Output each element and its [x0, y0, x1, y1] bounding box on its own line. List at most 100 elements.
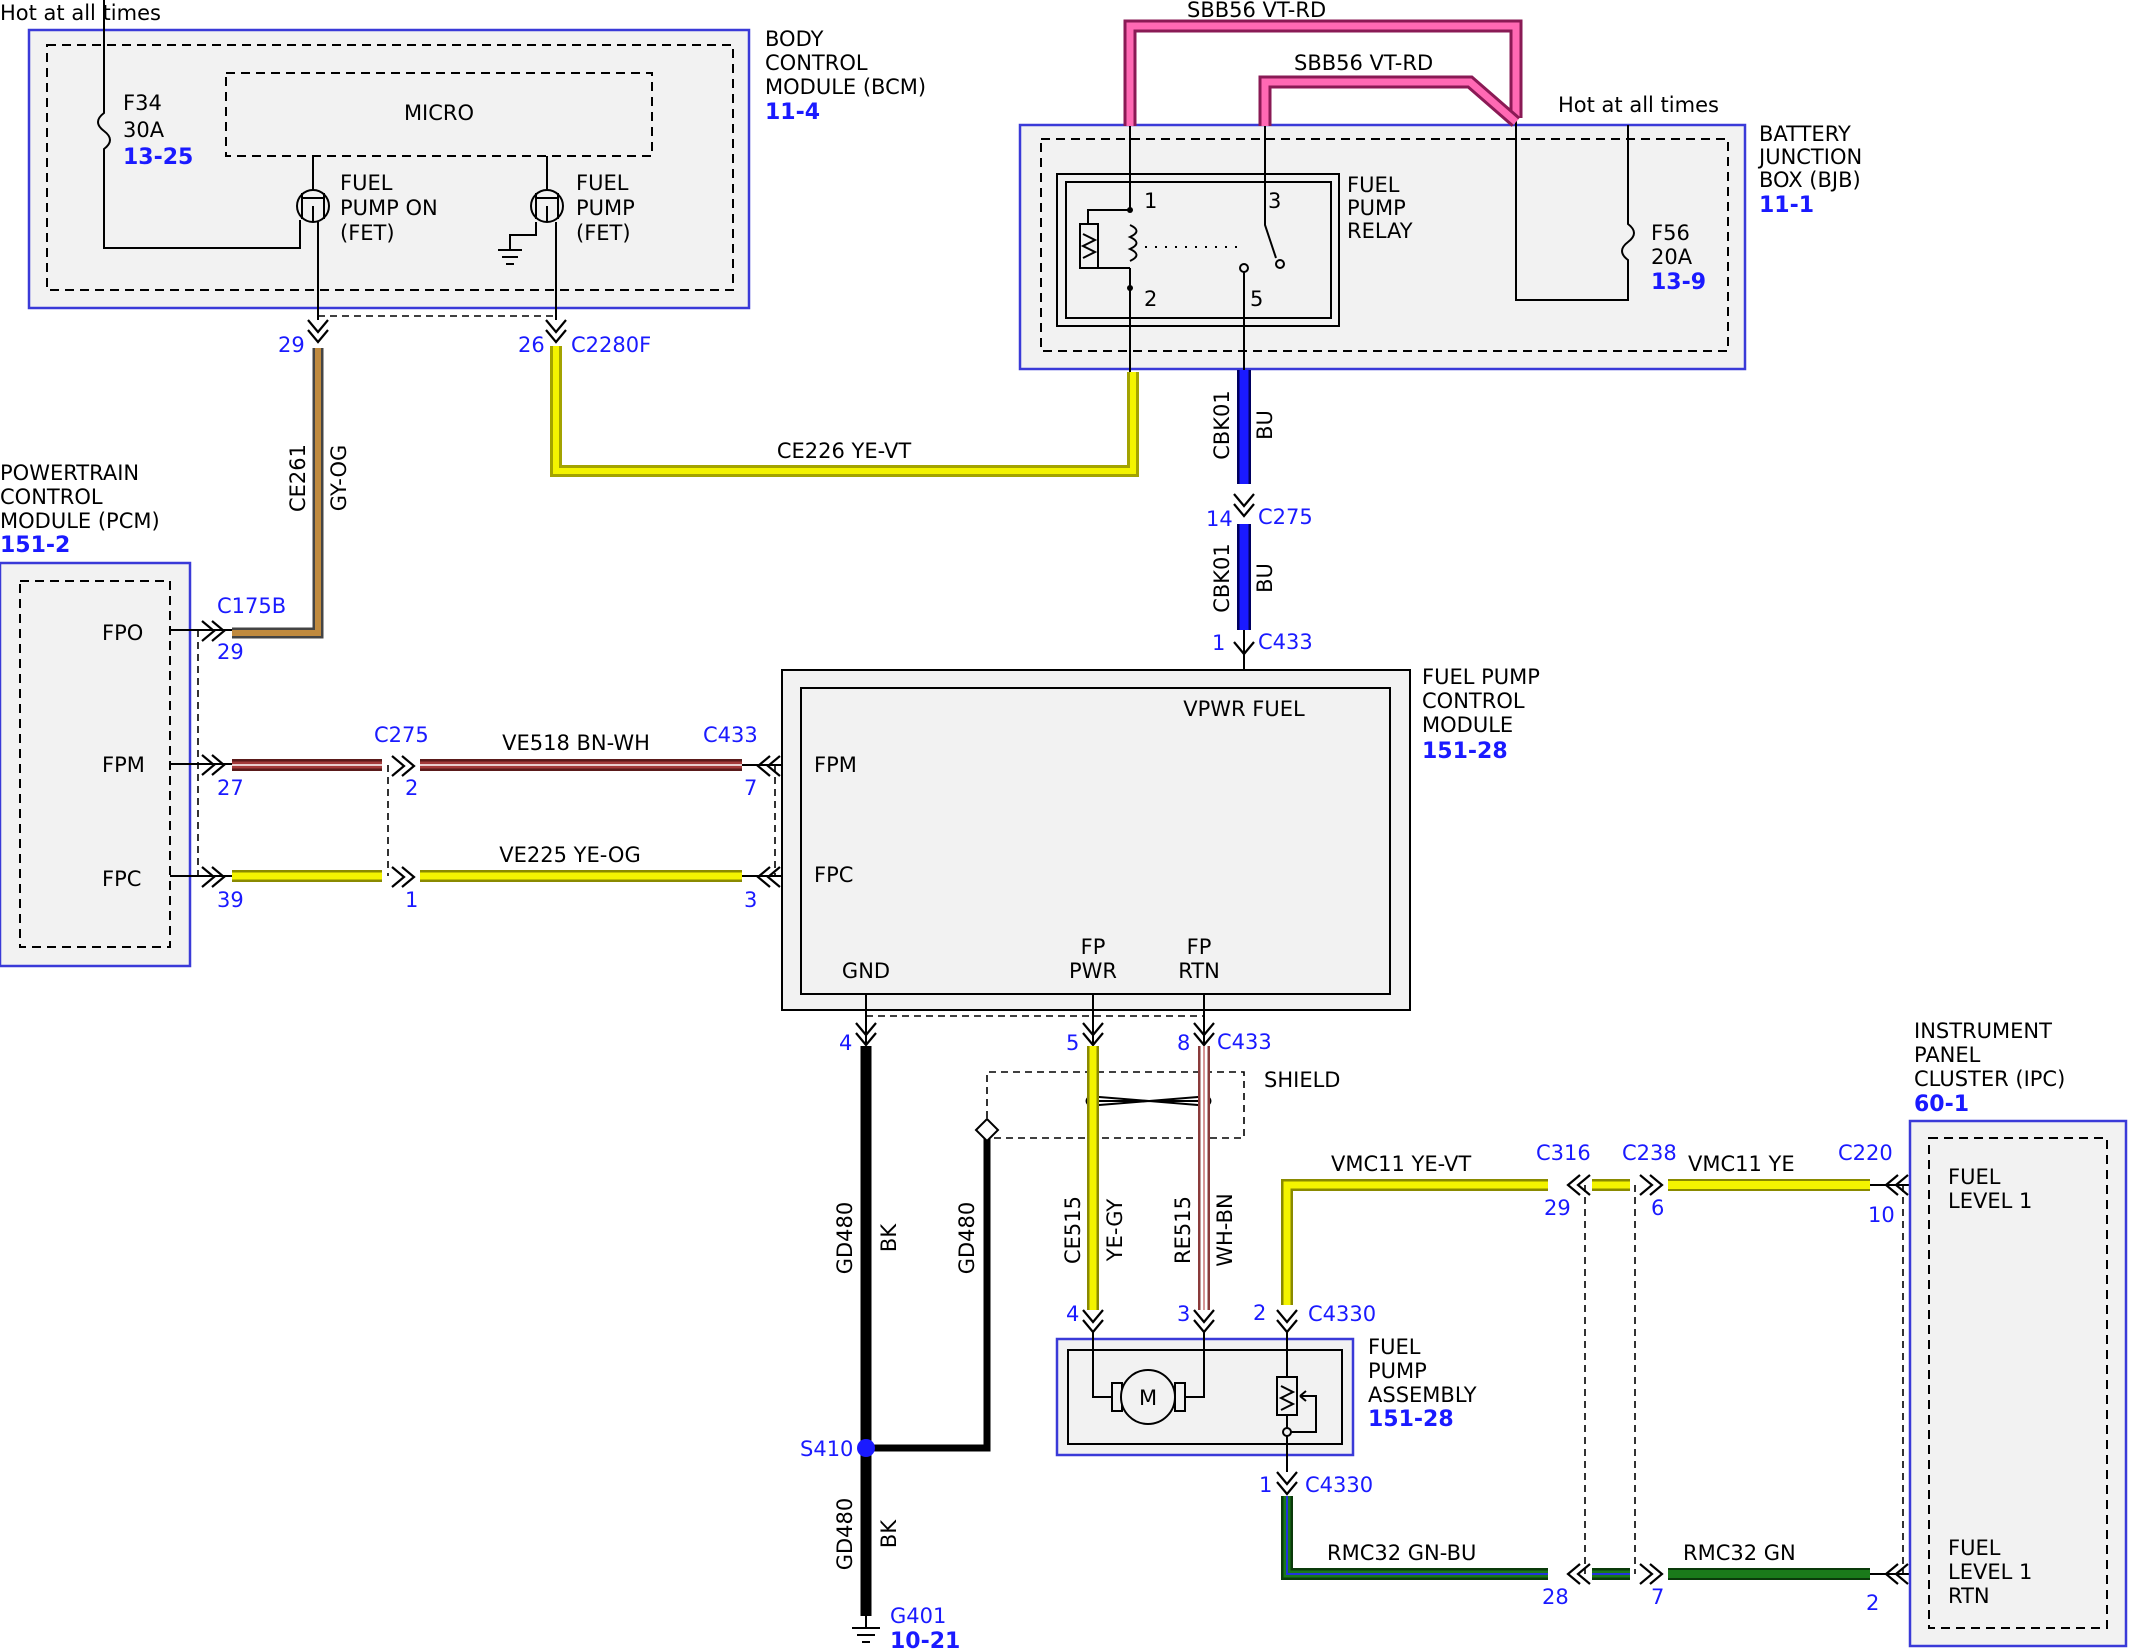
relay-name-line2: PUMP: [1347, 196, 1406, 220]
fpcm-pin-fpc: FPC: [814, 863, 853, 887]
pcm-name-line3: MODULE (PCM): [0, 509, 160, 533]
wire-gd480-drain-label: GD480: [955, 1202, 979, 1275]
c220-pin10-arrow: [1884, 1174, 1909, 1196]
wire-gd480-main: [860, 1046, 991, 1616]
wire-sbb56-label-1: SBB56 VT-RD: [1187, 0, 1326, 22]
wire-ce226-label: CE226 YE-VT: [777, 439, 911, 463]
ipc-name-line3: CLUSTER (IPC): [1914, 1067, 2065, 1091]
bcm-fet-line2: PUMP: [576, 196, 635, 220]
splice-s410-dot: [857, 1439, 875, 1457]
c433-pin3: 3: [744, 888, 757, 912]
ipc-fuel-level-rtn-line3: RTN: [1948, 1584, 1990, 1608]
bcm-ref: 11-4: [765, 100, 820, 125]
c316-pin29-arrow: [1566, 1174, 1591, 1196]
c433-pin5-arrow: [1082, 1022, 1104, 1047]
fet-fuel-pump-on-icon: [296, 156, 330, 320]
bcm-fuse-ref: 13-25: [123, 145, 193, 170]
fet-fuel-pump-icon: [498, 156, 564, 320]
c275-pin14: 14: [1206, 507, 1233, 531]
c2280f-label: C2280F: [571, 333, 651, 357]
relay-coil-icon: [1079, 207, 1138, 291]
bcm-fet-line3: (FET): [576, 221, 631, 245]
c220-pin2-arrow: [1884, 1563, 1909, 1585]
c316-pin29: 29: [1544, 1196, 1571, 1220]
c175b-label: C175B: [217, 594, 286, 618]
c238-label: C238: [1622, 1141, 1677, 1165]
bjb-ref: 11-1: [1759, 193, 1814, 218]
c4330-pin1: 1: [1259, 1473, 1272, 1497]
bcm-fuse-f34-symbol: [97, 0, 301, 249]
fpa-name-line3: ASSEMBLY: [1368, 1383, 1477, 1407]
c2280f-pin29: 29: [278, 333, 305, 357]
c4330-pin3: 3: [1177, 1302, 1190, 1326]
c4330-pin2-arrow: [1276, 1309, 1298, 1334]
fpcm-fp-pwr-line1: FP: [1081, 935, 1106, 959]
fpcm-name-line3: MODULE: [1422, 713, 1513, 737]
c220-pin2: 2: [1866, 1591, 1879, 1615]
c4330-pin4-arrow: [1082, 1309, 1104, 1334]
bcm-fet-on-line1: FUEL: [340, 171, 393, 195]
c433-pin3-arrow: [756, 866, 781, 888]
c175b-pin29-arrow: [201, 620, 226, 642]
fpcm-ref: 151-28: [1422, 739, 1508, 764]
c175b-pin27: 27: [217, 776, 244, 800]
ground-g401-icon: [852, 1616, 880, 1643]
bjb-fuse-amps: 20A: [1651, 245, 1693, 269]
fpa-name-line1: FUEL: [1368, 1335, 1421, 1359]
fpcm-name-line2: CONTROL: [1422, 689, 1525, 713]
ipc-fuel-level-rtn-line1: FUEL: [1948, 1536, 2001, 1560]
bjb-module: 1 2 3 5 FUEL PUMP RELAY F56 20A 13-9: [1018, 118, 1747, 372]
bjb-fuse-f56-symbol: [1515, 118, 1635, 301]
c4330-label-top: C4330: [1308, 1302, 1376, 1326]
c433-label-bottom: C433: [1217, 1030, 1272, 1054]
ipc-ref: 60-1: [1914, 1092, 1969, 1117]
bjb-fuse-id: F56: [1651, 221, 1690, 245]
shield-label: SHIELD: [1264, 1068, 1340, 1092]
ground-g401-label: G401: [890, 1604, 946, 1628]
c238-pin7-arrow: [1639, 1563, 1664, 1585]
wire-rmc32-gnbu: [1281, 1496, 1630, 1580]
wire-gd480-lower-label: GD480: [833, 1498, 857, 1571]
wire-sbb56-inner: [1258, 75, 1521, 127]
bcm-fet-line1: FUEL: [576, 171, 629, 195]
c433-pin8: 8: [1177, 1031, 1190, 1055]
c275-label-top: C275: [1258, 505, 1313, 529]
bcm-fuse-id: F34: [123, 91, 162, 115]
bjb-name-line3: BOX (BJB): [1759, 168, 1861, 192]
fpa-name-line2: PUMP: [1368, 1359, 1427, 1383]
c433-label-top: C433: [1258, 630, 1313, 654]
wire-vmc11-yevt: [1281, 1179, 1630, 1305]
c275-pin1: 1: [405, 888, 418, 912]
c4330-pin4: 4: [1066, 1302, 1079, 1326]
c238-pin6: 6: [1651, 1196, 1664, 1220]
c2280f-pin26-arrow: [545, 319, 567, 344]
fpcm-fp-rtn-line2: RTN: [1178, 959, 1220, 983]
bjb-name-line1: BATTERY: [1759, 122, 1851, 146]
c275-pin2: 2: [405, 776, 418, 800]
ipc-fuel-level-line1: FUEL: [1948, 1165, 2001, 1189]
splice-s410-label: S410: [800, 1437, 853, 1461]
wire-cbk01-upper-label: CBK01: [1210, 390, 1234, 460]
relay-switch-icon: [1239, 124, 1285, 372]
shield: [974, 1071, 1245, 1143]
wire-gd480-upper-color: BK: [877, 1223, 901, 1252]
relay-name-line1: FUEL: [1347, 173, 1400, 197]
wire-cbk01-lower-color: BU: [1253, 563, 1277, 593]
fpcm-pin-gnd: GND: [842, 959, 890, 983]
bcm-fet-on-line2: PUMP ON: [340, 196, 438, 220]
pcm-pin-fpc: FPC: [102, 867, 141, 891]
ipc-module: FUEL LEVEL 1 FUEL LEVEL 1 RTN: [1908, 1119, 2128, 1648]
bcm-micro-label: MICRO: [404, 101, 474, 125]
c275-pin1-arrow: [391, 866, 416, 888]
c433-pin8-arrow: [1193, 1022, 1215, 1047]
ground-g401-ref: 10-21: [890, 1629, 960, 1649]
pcm-name-line1: POWERTRAIN: [0, 461, 139, 485]
c238-pin6-arrow: [1639, 1174, 1664, 1196]
c220-label: C220: [1838, 1141, 1893, 1165]
fpcm-name-line1: FUEL PUMP: [1422, 665, 1540, 689]
c4330-pin3-arrow: [1193, 1309, 1215, 1334]
relay-name-line3: RELAY: [1347, 219, 1413, 243]
hot-at-all-times-label-2: Hot at all times: [1558, 93, 1719, 117]
wire-gd480-upper-label: GD480: [833, 1202, 857, 1275]
wire-ce226: [550, 346, 1139, 477]
